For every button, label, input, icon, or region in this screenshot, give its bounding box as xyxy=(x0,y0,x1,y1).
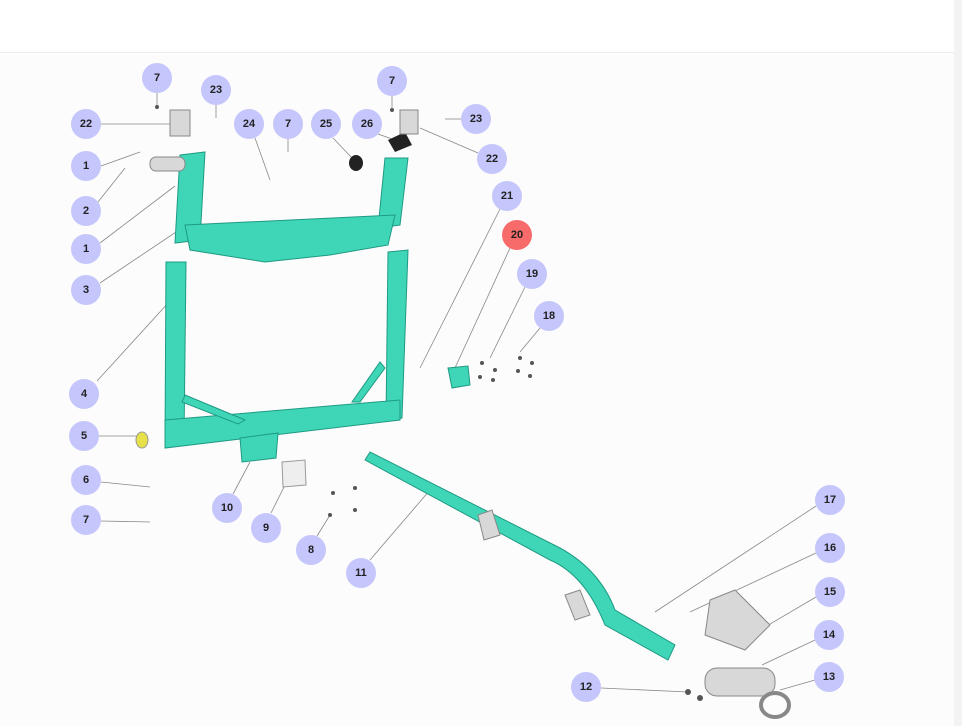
callout-badge[interactable]: 15 xyxy=(815,577,845,607)
callout-badge[interactable]: 7 xyxy=(71,505,101,535)
callout-badge[interactable]: 19 xyxy=(517,259,547,289)
callout-badge[interactable]: 7 xyxy=(377,66,407,96)
small-fasteners xyxy=(155,105,703,701)
callout-badge[interactable]: 23 xyxy=(201,75,231,105)
callout-badge[interactable]: 1 xyxy=(71,234,101,264)
lower-frame xyxy=(164,249,409,463)
hardware xyxy=(149,109,791,719)
scrollbar[interactable] xyxy=(954,0,962,726)
callout-badge[interactable]: 3 xyxy=(71,275,101,305)
callout-badge[interactable]: 13 xyxy=(814,662,844,692)
callout-badge[interactable]: 7 xyxy=(142,63,172,93)
callout-badge[interactable]: 11 xyxy=(346,558,376,588)
callout-badge[interactable]: 23 xyxy=(461,104,491,134)
callout-badge[interactable]: 26 xyxy=(352,109,382,139)
callout-badge[interactable]: 4 xyxy=(69,379,99,409)
callout-badge[interactable]: 21 xyxy=(492,181,522,211)
callout-badge[interactable]: 18 xyxy=(534,301,564,331)
knob-25 xyxy=(349,155,363,171)
callout-badge[interactable]: 1 xyxy=(71,151,101,181)
callout-badge[interactable]: 9 xyxy=(251,513,281,543)
callout-badge[interactable]: 22 xyxy=(477,144,507,174)
callout-badge-active[interactable]: 20 xyxy=(502,220,532,250)
callout-badge[interactable]: 25 xyxy=(311,109,341,139)
callout-badge[interactable]: 16 xyxy=(815,533,845,563)
callout-badge[interactable]: 5 xyxy=(69,421,99,451)
callout-badge[interactable]: 12 xyxy=(571,672,601,702)
callout-badge[interactable]: 2 xyxy=(71,196,101,226)
upper-frame xyxy=(174,151,409,263)
block-26 xyxy=(388,132,412,152)
callout-badge[interactable]: 17 xyxy=(815,485,845,515)
callout-badge[interactable]: 8 xyxy=(296,535,326,565)
callout-badge[interactable]: 10 xyxy=(212,493,242,523)
top-bar xyxy=(0,0,962,53)
callout-badge[interactable]: 14 xyxy=(814,620,844,650)
callout-badge[interactable]: 6 xyxy=(71,465,101,495)
callout-badge[interactable]: 7 xyxy=(273,109,303,139)
callout-badge[interactable]: 22 xyxy=(71,109,101,139)
cap-5 xyxy=(135,431,149,449)
drawbar xyxy=(364,451,676,661)
callout-badge[interactable]: 24 xyxy=(234,109,264,139)
plate-20 xyxy=(447,365,471,389)
leader-lines xyxy=(96,93,817,693)
plate-9 xyxy=(281,459,307,488)
